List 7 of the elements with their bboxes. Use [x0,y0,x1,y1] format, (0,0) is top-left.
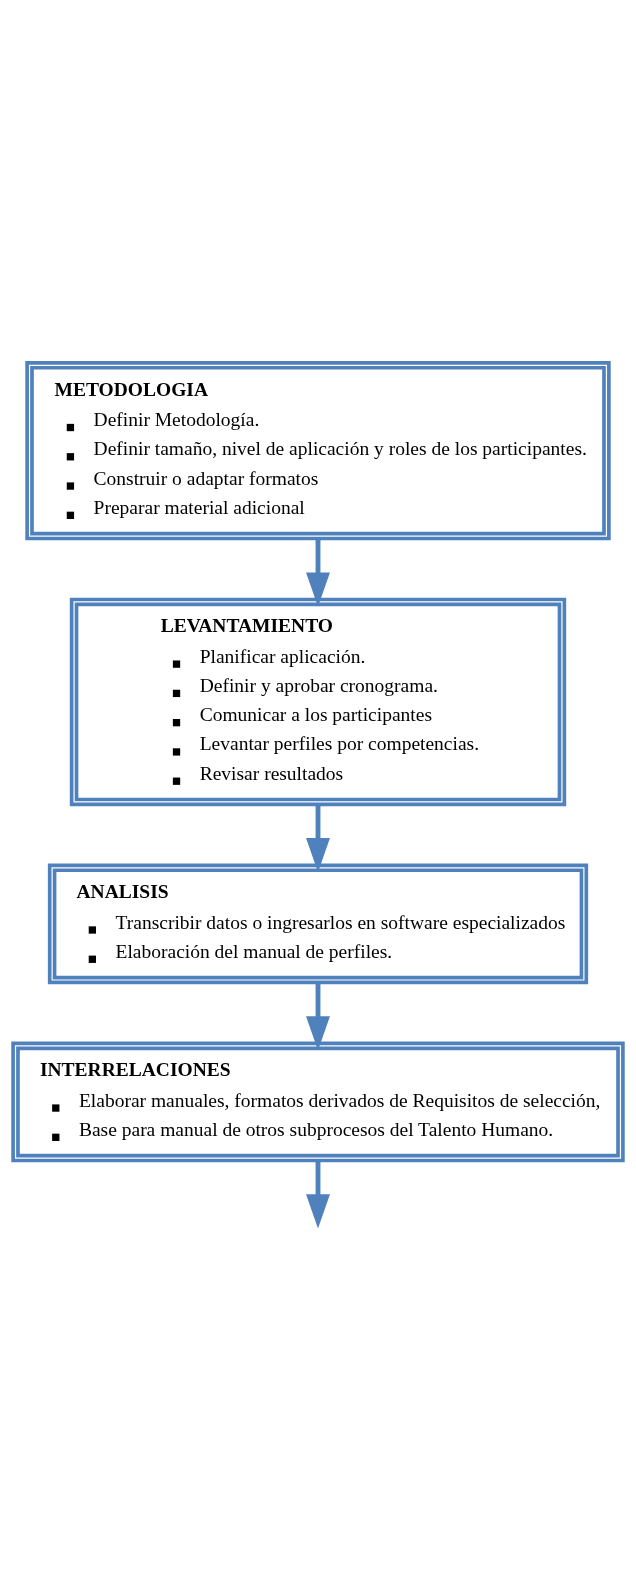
node-box: METODOLOGIA Definir Metodología. Definir tamaño, nivel de aplicación y roles de los participantes. Construir o adaptar formatos Preparar material adicional [25,361,611,541]
node-box: LEVANTAMIENTO Planificar aplicación. Definir y aprobar cronograma. Comunicar a los participantes Levantar perfiles por competencias. Revisar resultados [69,597,567,807]
arrow [306,538,330,607]
arrow [306,1160,330,1229]
node-box: INTERRELACIONES Elaborar manuales, formatos derivados de Requisitos de selección, Base para manual de otros subprocesos del Talento Humano. [11,1041,625,1163]
arrow [306,982,330,1051]
node-box: ANALISIS Transcribir datos o ingresarlos en software especializados Elaboración del manual de perfiles. [47,863,589,985]
